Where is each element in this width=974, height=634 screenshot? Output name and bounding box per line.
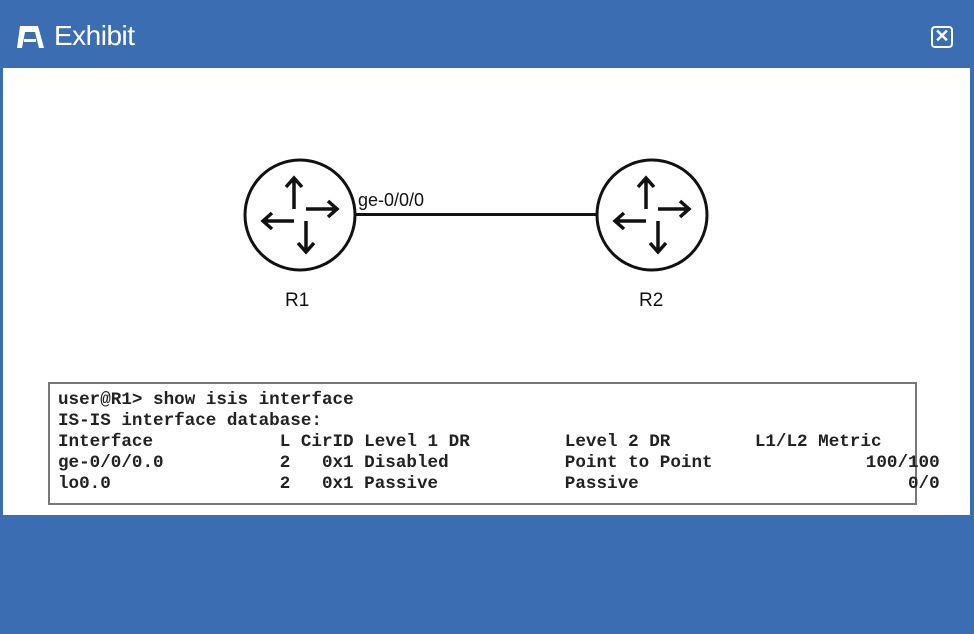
cell-level: 2 bbox=[279, 474, 291, 494]
router-label-r2: R2 bbox=[639, 290, 664, 311]
exhibit-content bbox=[3, 68, 970, 515]
cell-metric: 100/100 bbox=[865, 453, 940, 473]
link-r1-r2 bbox=[355, 213, 598, 216]
col-interface: Interface bbox=[58, 432, 154, 452]
title-bar: Exhibit ✕ bbox=[0, 0, 974, 68]
cli-output-box: user@R1> show isis interface IS-IS inter… bbox=[48, 382, 940, 505]
close-icon[interactable]: ✕ bbox=[934, 26, 950, 46]
cell-cirid: 0x1 bbox=[321, 453, 354, 473]
router-label-r1: R1 bbox=[285, 290, 310, 311]
cell-level: 2 bbox=[279, 453, 291, 473]
col-level1-dr: Level 1 DR bbox=[364, 432, 470, 452]
router-icon-r2 bbox=[595, 158, 709, 272]
exhibit-logo-icon bbox=[17, 26, 44, 48]
col-level: L bbox=[279, 432, 291, 452]
cell-interface: lo0.0 bbox=[58, 474, 111, 494]
window-title: Exhibit bbox=[54, 20, 135, 51]
table-row: lo0.0 2 0x1 Passive Passive 0/0 bbox=[58, 474, 940, 495]
cell-level1-dr: Passive bbox=[364, 474, 439, 494]
col-cirid: CirID bbox=[300, 432, 354, 452]
router-icon-r1 bbox=[243, 158, 357, 272]
cli-heading: IS-IS interface database: bbox=[58, 411, 322, 431]
cli-command: user@R1> show isis interface bbox=[58, 390, 354, 410]
cell-metric: 0/0 bbox=[907, 474, 940, 494]
table-row: ge-0/0/0.0 2 0x1 Disabled Point to Point… bbox=[58, 453, 940, 474]
cell-level1-dr: Disabled bbox=[364, 453, 449, 473]
table-header: Interface L CirID Level 1 DR Level 2 DR … bbox=[58, 432, 908, 453]
col-metric: L1/L2 Metric bbox=[754, 432, 882, 452]
interface-label: ge-0/0/0 bbox=[358, 190, 425, 210]
cell-level2-dr: Point to Point bbox=[564, 453, 713, 473]
col-level2-dr: Level 2 DR bbox=[564, 432, 671, 452]
cell-interface: ge-0/0/0.0 bbox=[58, 453, 164, 473]
cell-cirid: 0x1 bbox=[321, 474, 354, 494]
cell-level2-dr: Passive bbox=[564, 474, 639, 494]
close-button[interactable]: ✕ bbox=[931, 26, 953, 48]
